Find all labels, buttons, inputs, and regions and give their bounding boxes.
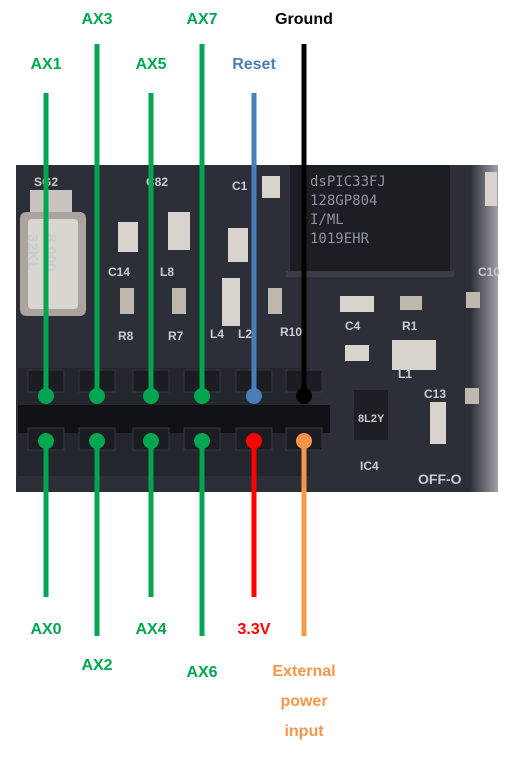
silk-label-r10: R10 — [280, 325, 302, 339]
board-fade — [470, 165, 521, 492]
pin-dot-ax4 — [143, 433, 159, 449]
pin-dot-external-power-input — [296, 433, 312, 449]
smd-cap-c4 — [340, 296, 374, 312]
pin-label-line: 3.3V — [238, 621, 271, 638]
pin-header-divider — [18, 405, 330, 433]
pin-label-ax0: AX0 — [30, 621, 61, 638]
smd-cap-5 — [345, 345, 369, 361]
pin-label-line: Reset — [232, 56, 276, 73]
pin-label-line: AX1 — [30, 56, 61, 73]
pin-dot-ground — [296, 388, 312, 404]
silk-label-c14: C14 — [108, 265, 130, 279]
pin-dot-ax2 — [89, 433, 105, 449]
chip-text-line: 128GP804 — [310, 193, 377, 209]
pin-dot-ax7 — [194, 388, 210, 404]
pin-label-ax3: AX3 — [81, 11, 112, 28]
pin-label-line: Ground — [275, 11, 333, 28]
pin-label-line: input — [284, 723, 324, 740]
pin-dot-ax1 — [38, 388, 54, 404]
pin-label-line: AX0 — [30, 621, 61, 638]
smd-cap-c13 — [430, 402, 446, 444]
pin-dot-ax0 — [38, 433, 54, 449]
smd-res-edge — [466, 292, 480, 308]
pin-label-line: AX4 — [135, 621, 166, 638]
silk-label-r7: R7 — [168, 329, 184, 343]
pin-label-line: AX2 — [81, 657, 112, 674]
smd-cap-c1 — [262, 176, 280, 198]
crystal-text-line: 32KL — [24, 234, 41, 271]
chip-text-line: I/ML — [310, 212, 344, 228]
silk-label-l8: L8 — [160, 265, 174, 279]
pin-label-ax4: AX4 — [135, 621, 166, 638]
silk-label-l4: L4 — [210, 327, 224, 341]
chip-text-line: dsPIC33FJ — [310, 174, 386, 190]
silk-label-c1: C1 — [232, 179, 248, 193]
smd-res-r1 — [400, 296, 422, 310]
silk-label-l2: L2 — [238, 327, 252, 341]
pin-label-ax6: AX6 — [186, 664, 217, 681]
crystal-pad — [30, 190, 72, 212]
silk-label-c13: C13 — [424, 387, 446, 401]
silk-label-r8: R8 — [118, 329, 134, 343]
smd-res-edge-2 — [465, 388, 479, 404]
smd-res-2 — [172, 288, 186, 314]
smd-cap-1 — [118, 222, 138, 252]
smd-res-3 — [268, 288, 282, 314]
ic4-marking: 8L2Y — [358, 413, 385, 425]
pin-label-line: AX3 — [81, 11, 112, 28]
chip-text-line: 1019EHR — [310, 231, 370, 247]
pin-label-line: power — [280, 693, 327, 710]
pin-label-3-3v: 3.3V — [238, 621, 271, 638]
pin-dot-ax3 — [89, 388, 105, 404]
silk-label-off-o: OFF-O — [418, 471, 462, 487]
pin-label-ax1: AX1 — [30, 56, 61, 73]
pin-label-external-power-input: External power inputExternalpowerinput — [272, 663, 335, 740]
pin-dot-ax5 — [143, 388, 159, 404]
pin-label-line: External — [272, 663, 335, 680]
silk-label-c4: C4 — [345, 319, 361, 333]
smd-res-1 — [120, 288, 134, 314]
pin-label-ax5: AX5 — [135, 56, 166, 73]
smd-cap-2 — [168, 212, 190, 250]
silk-label-l1: L1 — [398, 367, 412, 381]
chip-pins — [286, 271, 454, 277]
silk-label-ic4: IC4 — [360, 459, 379, 473]
silk-label-r1: R1 — [402, 319, 418, 333]
pin-label-line: AX6 — [186, 664, 217, 681]
silk-label-c10: C10 — [478, 265, 500, 279]
pin-label-ax2: AX2 — [81, 657, 112, 674]
pin-label-ground: Ground — [275, 11, 333, 28]
pin-dot-3-3v — [246, 433, 262, 449]
inductor-l1 — [392, 340, 436, 370]
smd-cap-3 — [228, 228, 248, 262]
crystal-marking: 8.00032KL — [24, 234, 59, 272]
pin-label-line: AX7 — [186, 11, 217, 28]
smd-cap-4 — [222, 278, 240, 326]
pin-dot-reset — [246, 388, 262, 404]
pin-label-reset: Reset — [232, 56, 276, 73]
smd-cap-edge — [485, 172, 497, 206]
pin-label-ax7: AX7 — [186, 11, 217, 28]
pin-label-line: AX5 — [135, 56, 166, 73]
pin-dot-ax6 — [194, 433, 210, 449]
